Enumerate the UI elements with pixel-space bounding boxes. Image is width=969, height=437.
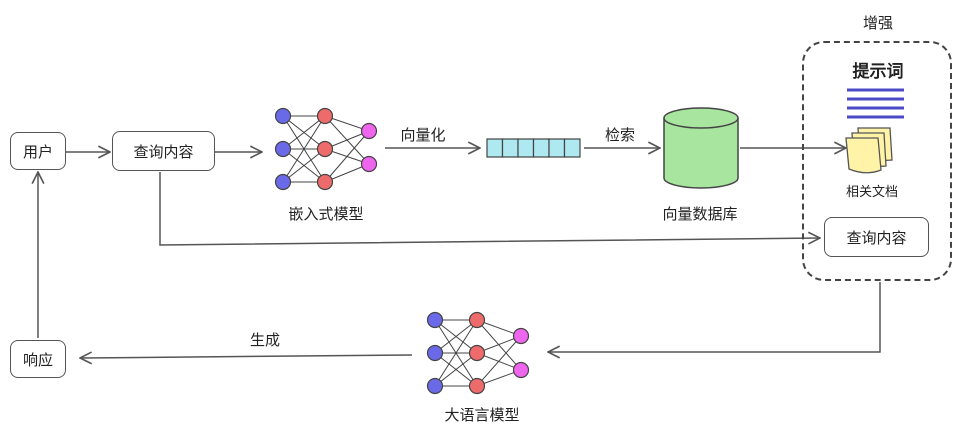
arrow-enhance-to-llm [548,282,881,352]
embedding-model-network-icon [274,107,378,191]
documents-icon [845,127,893,174]
query-box[interactable]: 查询内容 [112,131,215,171]
retrieve-label: 检索 [604,126,636,144]
generate-label: 生成 [249,331,281,349]
vector-database-icon [663,107,739,189]
llm-nn-output-node [512,361,530,379]
llm-nn-hidden-node [468,311,486,329]
llm-nn-input-node [426,344,444,362]
enhancement-frame [802,41,952,281]
embed-nn-hidden-node [316,140,334,158]
embed-nn-edge [282,115,326,183]
embed-nn-input-node [274,107,292,125]
vector-cell [563,138,581,158]
embed-nn-hidden-node [316,173,334,191]
related-docs-label: 相关文档 [845,185,899,200]
llm-nn-input-node [426,311,444,329]
llm-nn-edge [434,352,478,387]
embed-nn-input-node [274,173,292,191]
embed-model-label: 嵌入式模型 [288,205,364,223]
embed-nn-input-node [274,140,292,158]
embed-nn-output-node [360,155,378,173]
vector-cell [486,138,504,158]
prompt-lines-icon [847,88,904,119]
llm-label: 大语言模型 [444,406,520,424]
response-box[interactable]: 响应 [10,340,66,378]
embed-nn-edge [282,115,326,150]
arrow-query-to-augmented [159,172,820,246]
embed-nn-edge [324,130,370,183]
llm-network-icon [426,311,530,395]
enhance-label: 增强 [862,14,894,32]
embed-nn-hidden-node [316,107,334,125]
embed-nn-output-node [360,122,378,140]
vector-cell [532,138,550,158]
vector-cell [501,138,519,158]
arrow-llm-to-response [80,355,413,358]
vector-db-label: 向量数据库 [662,205,738,223]
llm-nn-edge [434,319,478,387]
augmented-query-box[interactable]: 查询内容 [824,217,929,257]
user-box[interactable]: 用户 [10,132,66,170]
llm-nn-hidden-node [468,344,486,362]
vector-icon [486,138,581,158]
llm-nn-edge [434,319,478,354]
prompt-label: 提示词 [852,62,904,82]
llm-nn-hidden-node [468,377,486,395]
vector-cell [548,138,566,158]
llm-nn-input-node [426,377,444,395]
vectorize-label: 向量化 [400,126,446,144]
embed-nn-edge [282,148,326,183]
llm-nn-output-node [512,327,530,345]
vector-cell [517,138,535,158]
llm-nn-edge [476,335,522,387]
